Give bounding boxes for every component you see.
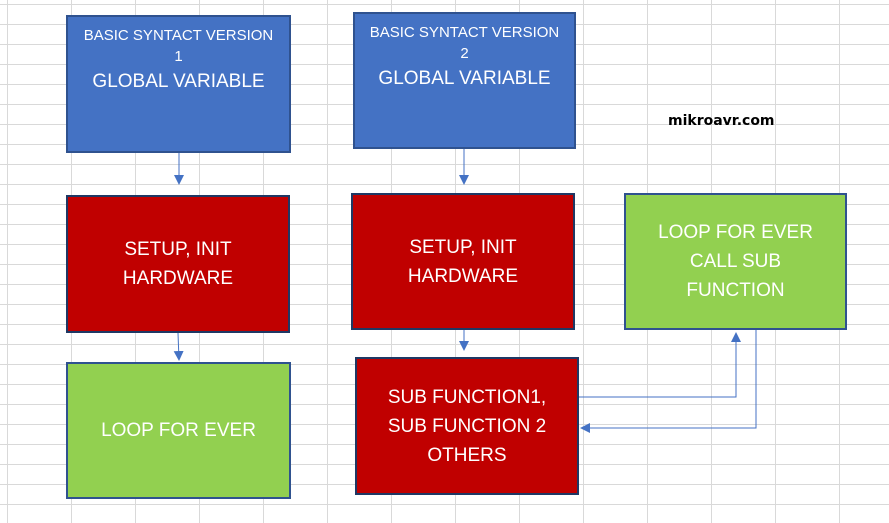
version2-sub-line-2: SUB FUNCTION 2 xyxy=(387,415,547,437)
version1-loop-label: LOOP FOR EVER xyxy=(101,420,256,441)
version1-loop-box: LOOP FOR EVER xyxy=(66,362,291,499)
version2-subtitle: GLOBAL VARIABLE xyxy=(378,68,551,89)
version2-sub-line-3: OTHERS xyxy=(427,444,507,466)
version2-setup-line-1: SETUP, INIT xyxy=(409,236,517,258)
version1-setup-box: SETUP, INIT HARDWARE xyxy=(66,195,290,333)
version2-loop-line-1: LOOP FOR EVER xyxy=(658,222,813,243)
version2-sub-function-box: SUB FUNCTION1, SUB FUNCTION 2 OTHERS xyxy=(355,357,579,495)
version1-setup-line-2: HARDWARE xyxy=(122,268,234,289)
arrow-sub-to-loop-call xyxy=(579,332,741,398)
version2-loop-line-2: CALL SUB xyxy=(689,251,782,272)
version2-setup-line-2: HARDWARE xyxy=(407,265,519,287)
version1-subtitle: GLOBAL VARIABLE xyxy=(92,71,265,92)
watermark-text: mikroavr.com xyxy=(668,113,775,129)
version2-global-variable-box: BASIC SYNTACT VERSION 2 GLOBAL VARIABLE xyxy=(353,12,576,149)
version2-sub-line-1: SUB FUNCTION1, xyxy=(387,386,547,408)
arrow-loop-call-to-sub xyxy=(580,330,757,433)
version1-title-line-2: 1 xyxy=(174,48,183,65)
version2-setup-box: SETUP, INIT HARDWARE xyxy=(351,193,575,330)
arrow-v1-setup-to-loop xyxy=(173,332,184,361)
version2-loop-call-box: LOOP FOR EVER CALL SUB FUNCTION xyxy=(624,193,847,330)
version1-global-variable-box: BASIC SYNTACT VERSION 1 GLOBAL VARIABLE xyxy=(66,15,291,153)
version1-title-line-1: BASIC SYNTACT VERSION xyxy=(83,27,274,44)
version2-title-line-2: 2 xyxy=(460,45,469,62)
version2-title-line-1: BASIC SYNTACT VERSION xyxy=(369,24,560,41)
version2-loop-line-3: FUNCTION xyxy=(686,280,785,301)
version1-setup-line-1: SETUP, INIT xyxy=(124,239,232,260)
